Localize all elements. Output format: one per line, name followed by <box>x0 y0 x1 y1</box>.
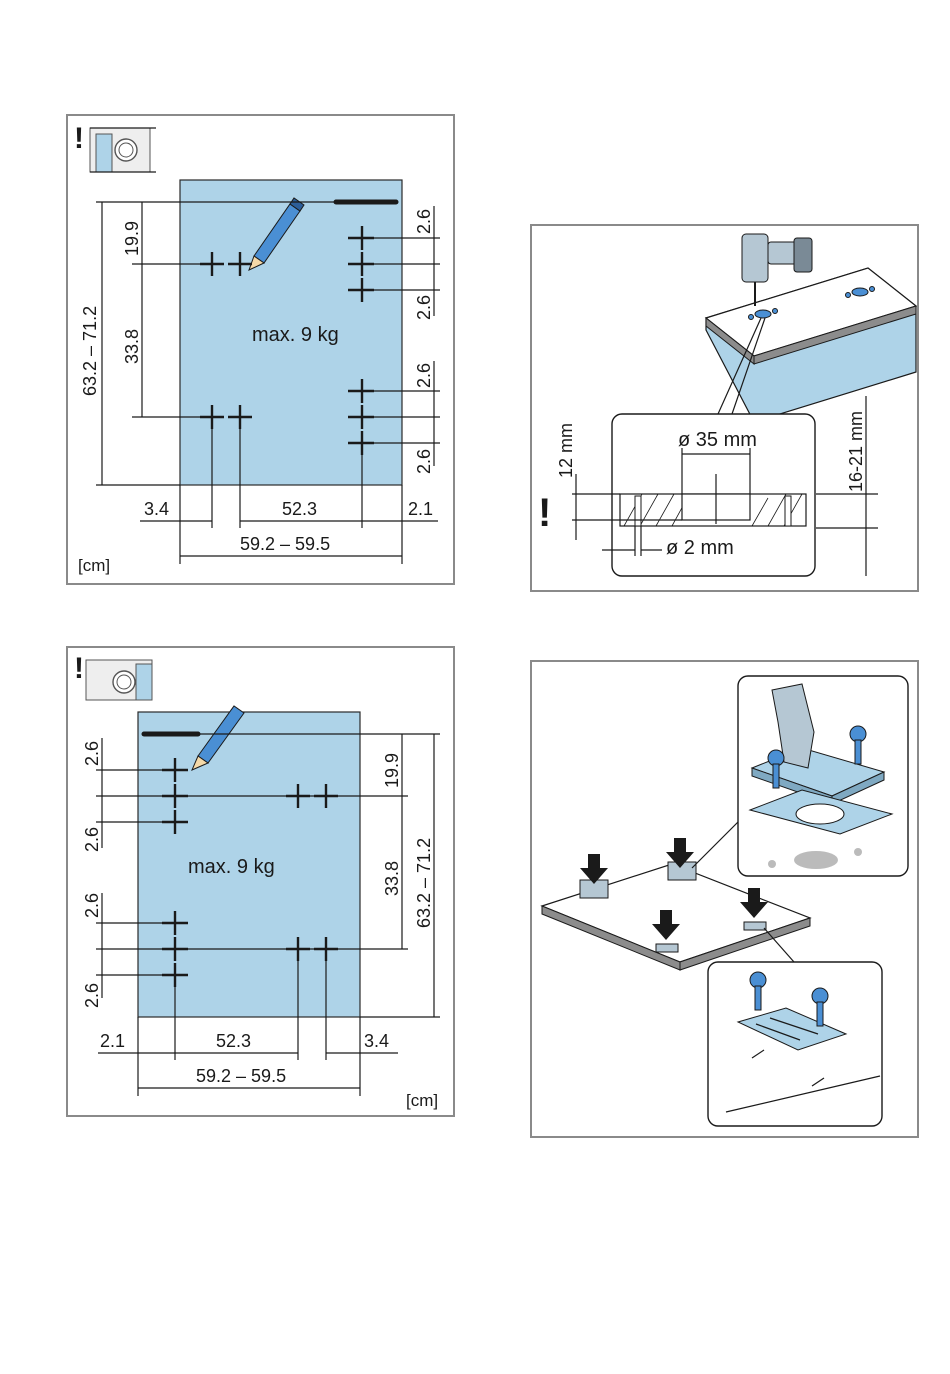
diagram-c-svg: ø 35 mm ø 2 mm 12 mm ! 16-21 mm <box>532 226 917 590</box>
diagram-a-svg: ! m <box>68 116 453 583</box>
center-distance-dim: 52.3 <box>216 1031 251 1051</box>
load-label: max. 9 kg <box>188 856 275 878</box>
total-height-dim: 63.2 – 71.2 <box>414 838 434 928</box>
gap-dim-2: 2.6 <box>82 827 102 852</box>
gap-dim-3: 2.6 <box>82 893 102 918</box>
pilot-diameter-label: ø 2 mm <box>666 537 734 559</box>
right-offset-dim: 2.1 <box>408 499 433 519</box>
diagram-b-svg: ! max. 9 kg <box>68 648 453 1115</box>
left-offset-dim: 2.1 <box>100 1031 125 1051</box>
hinge-hole-drilling-diagram: ø 35 mm ø 2 mm 12 mm ! 16-21 mm <box>530 224 919 592</box>
warning-icon: ! <box>74 652 84 685</box>
units-label: [cm] <box>406 1091 438 1110</box>
appliance-niche-icon <box>90 128 156 172</box>
gap-dim-3: 2.6 <box>414 363 434 388</box>
diagram-d-svg <box>532 662 917 1136</box>
door-thickness-label: 16-21 mm <box>846 411 866 492</box>
warning-icon: ! <box>538 491 551 535</box>
gap-dim-1: 2.6 <box>82 741 102 766</box>
middle-distance-dim: 33.8 <box>382 861 402 896</box>
top-offset-dim: 19.9 <box>122 221 142 256</box>
left-offset-dim: 3.4 <box>144 499 169 519</box>
depth-label: 12 mm <box>556 423 576 478</box>
total-height-dim: 63.2 – 71.2 <box>80 306 100 396</box>
units-label: [cm] <box>78 556 110 575</box>
gap-dim-4: 2.6 <box>414 449 434 474</box>
gap-dim-2: 2.6 <box>414 295 434 320</box>
center-distance-dim: 52.3 <box>282 499 317 519</box>
hole-diameter-label: ø 35 mm <box>678 429 757 451</box>
appliance-niche-icon <box>86 660 152 700</box>
door-width-dim: 59.2 – 59.5 <box>240 534 330 554</box>
load-label: max. 9 kg <box>252 324 339 346</box>
door-drilling-diagram-left-hinge: ! max. 9 kg <box>66 646 455 1117</box>
door-drilling-diagram-right-hinge: ! m <box>66 114 455 585</box>
middle-distance-dim: 33.8 <box>122 329 142 364</box>
hinge-mounting-diagram <box>530 660 919 1138</box>
door-width-dim: 59.2 – 59.5 <box>196 1066 286 1086</box>
right-offset-dim: 3.4 <box>364 1031 389 1051</box>
gap-dim-1: 2.6 <box>414 209 434 234</box>
top-offset-dim: 19.9 <box>382 753 402 788</box>
gap-dim-4: 2.6 <box>82 983 102 1008</box>
warning-icon: ! <box>74 122 84 155</box>
